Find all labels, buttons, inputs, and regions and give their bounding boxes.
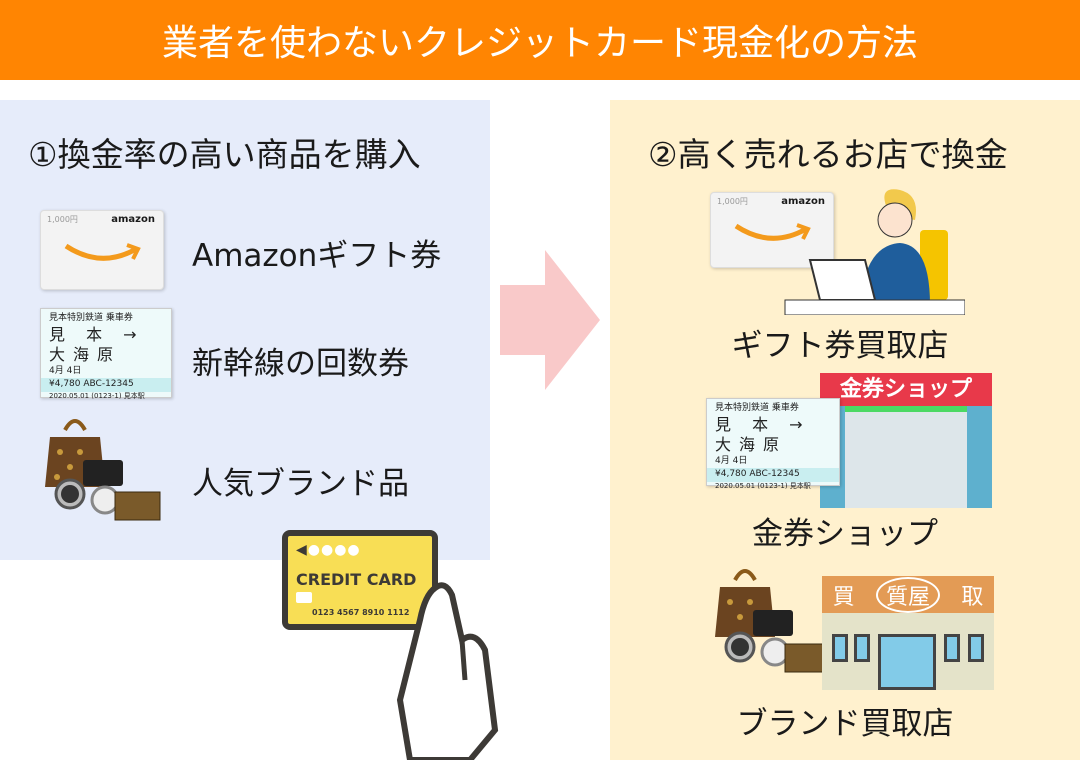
ticket-price: ¥4,780: [715, 468, 747, 479]
credit-card-icon: ◀●●●● CREDIT CARD 0123 4567 8910 1112: [282, 530, 438, 630]
gift-card-amount: 1,000円: [47, 215, 78, 224]
ticket-type: 見本特別鉄道 乗車券: [49, 313, 133, 323]
shop-label-brand: ブランド買取店: [736, 706, 954, 742]
pawn-sign-take: 取: [961, 584, 984, 610]
ticket-issued: 2020.05.01 (0123-1) 見本駅: [715, 481, 811, 490]
shinkansen-ticket-icon: 見本特別鉄道 乗車券 見 本 → 大海原 4月 4日 ¥4,780 ABC-12…: [706, 398, 840, 490]
ticket-to: 大海原: [715, 435, 788, 455]
brand-goods-icon: [715, 569, 824, 673]
step1-heading: ①換金率の高い商品を購入: [28, 135, 421, 174]
ticket-code: ABC-12345: [83, 378, 134, 389]
item-label-ticket: 新幹線の回数券: [192, 346, 409, 382]
pawn-sign-buy: 買: [832, 584, 855, 610]
step2-heading: ②高く売れるお店で換金: [648, 135, 1008, 174]
ticket-shop-icon: 金券ショップ: [820, 373, 992, 508]
ticket-shop-sign: 金券ショップ: [820, 373, 992, 406]
ticket-code: ABC-12345: [749, 468, 800, 479]
gift-card-brand: amazon: [781, 196, 825, 207]
amazon-gift-card-icon: 1,000円 amazon: [40, 210, 164, 290]
credit-card-text: CREDIT CARD: [296, 570, 417, 589]
ticket-issued: 2020.05.01 (0123-1) 見本駅: [49, 391, 145, 400]
shop-label-gift: ギフト券買取店: [731, 328, 949, 364]
item-label-brand: 人気ブランド品: [192, 466, 409, 502]
item-label-amazon: Amazonギフト券: [192, 238, 442, 274]
pawn-shop-icon: 買 質屋 取: [822, 576, 994, 690]
shinkansen-ticket-icon: 見本特別鉄道 乗車券 見 本 → 大海原 4月 4日 ¥4,780 ABC-12…: [40, 308, 172, 400]
hand-icon: [396, 582, 499, 760]
amazon-gift-card-icon: 1,000円 amazon: [710, 192, 834, 268]
ticket-to: 大海原: [49, 345, 122, 365]
ticket-price: ¥4,780: [49, 378, 81, 389]
shop-label-ticket: 金券ショップ: [752, 516, 938, 552]
credit-card-number: 0123 4567 8910 1112: [312, 608, 410, 617]
gift-card-brand: amazon: [111, 214, 155, 225]
pawn-sign-shichiya: 質屋: [875, 576, 940, 613]
ticket-from: 見 本: [49, 324, 111, 344]
ticket-date: 4月 4日: [715, 456, 748, 467]
ticket-date: 4月 4日: [49, 366, 82, 377]
brand-goods-icon: [45, 419, 161, 521]
ticket-type: 見本特別鉄道 乗車券: [715, 403, 799, 413]
ticket-from: 見 本: [715, 414, 777, 434]
page-title: 業者を使わないクレジットカード現金化の方法: [0, 0, 1080, 80]
arrow-right-icon: [500, 250, 600, 390]
operator-with-laptop-icon: [784, 189, 965, 315]
gift-card-amount: 1,000円: [717, 197, 748, 206]
